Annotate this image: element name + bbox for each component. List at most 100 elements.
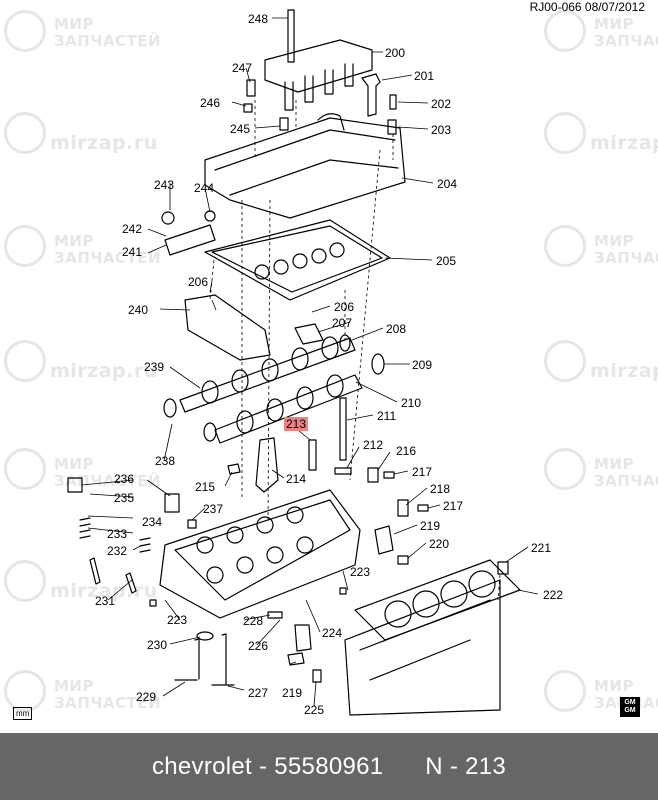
label-232: 232	[107, 544, 128, 558]
part-225-sensor	[312, 669, 322, 683]
part-220-bolt	[397, 555, 409, 565]
leader-lines	[81, 17, 539, 707]
part-229-valve	[174, 638, 200, 681]
label-222: 222	[543, 588, 564, 602]
part-232-spring	[139, 537, 151, 553]
part-245-spacer	[279, 117, 289, 131]
label-244: 244	[194, 181, 215, 195]
footer-text: chevrolet - 55580961 N - 213	[151, 752, 507, 780]
label-229: 229	[136, 690, 157, 704]
part-236-tappet	[67, 477, 83, 493]
label-226: 226	[248, 639, 269, 653]
label-245: 245	[230, 122, 251, 136]
label-203: 203	[431, 123, 452, 137]
part-208-seal	[339, 334, 351, 352]
label-228: 228	[243, 614, 264, 628]
part-240-bearing-cap	[184, 294, 271, 361]
part-202-bolt	[389, 94, 397, 110]
label-217: 217	[412, 465, 433, 479]
label-242: 242	[122, 222, 143, 236]
part-228-dowel	[267, 611, 283, 619]
label-216: 216	[396, 444, 417, 458]
part-213-sensor	[308, 439, 317, 471]
label-223: 223	[350, 565, 371, 579]
part-214-bracket	[255, 437, 279, 493]
part-233-spring	[79, 517, 91, 539]
part-210-camshaft	[214, 374, 363, 444]
label-206b: 206	[334, 300, 355, 314]
label-241: 241	[122, 245, 143, 259]
part-227-valve	[211, 633, 235, 686]
label-218: 218	[430, 482, 451, 496]
part-203-spacer	[387, 119, 397, 135]
label-234: 234	[142, 515, 163, 529]
part-221-dowel	[497, 561, 509, 575]
label-246: 246	[200, 96, 221, 110]
label-219: 219	[420, 519, 441, 533]
part-209-seal	[371, 353, 385, 375]
label-205: 205	[436, 254, 457, 268]
reference-code: RJ00-066 08/07/2012	[529, 0, 645, 14]
exploded-view-drawing	[67, 9, 539, 716]
part-248-bolt	[287, 9, 295, 63]
label-233: 233	[107, 527, 128, 541]
part-234-bucket	[164, 493, 180, 513]
part-224-cylinder-head	[159, 489, 361, 619]
part-212-washer	[334, 467, 352, 475]
engine-block	[344, 579, 501, 716]
label-237: 237	[203, 502, 224, 516]
label-235: 235	[114, 491, 135, 505]
part-247-bolt	[246, 79, 256, 97]
label-223b: 223	[167, 613, 188, 627]
label-239: 239	[144, 360, 165, 374]
part-230-seal	[196, 631, 214, 641]
part-231-valve-guide	[89, 557, 137, 594]
part-237-plug	[187, 519, 197, 529]
footer-bar: chevrolet - 55580961 N - 213	[0, 733, 658, 800]
label-215: 215	[195, 480, 216, 494]
part-201-coil-boot	[361, 73, 381, 117]
label-213-highlighted: 213	[284, 417, 309, 431]
label-200: 200	[385, 46, 406, 60]
part-207-bearing-cap	[294, 323, 324, 345]
label-221: 221	[531, 541, 552, 555]
label-212: 212	[363, 438, 384, 452]
label-201: 201	[414, 69, 435, 83]
label-240: 240	[128, 303, 149, 317]
label-209: 209	[412, 358, 433, 372]
label-227: 227	[248, 686, 269, 700]
part-241-bracket	[164, 224, 216, 256]
label-248: 248	[248, 12, 269, 26]
part-239-camshaft	[179, 337, 356, 413]
part-217-bolt	[383, 471, 395, 479]
label-219b: 219	[282, 686, 303, 700]
part-218-sensor	[397, 499, 409, 517]
part-238-seal	[203, 422, 217, 442]
part-226-bracket	[294, 624, 312, 652]
label-225: 225	[304, 703, 325, 717]
label-206: 206	[188, 275, 209, 289]
part-216-sensor	[367, 467, 379, 483]
label-210: 210	[401, 396, 422, 410]
label-224: 224	[322, 626, 343, 640]
label-207: 207	[332, 316, 353, 330]
label-238: 238	[155, 454, 176, 468]
part-215-bolt	[227, 463, 241, 475]
label-220: 220	[429, 537, 450, 551]
part-211-head-bolt	[339, 397, 347, 461]
part-219-bracket	[374, 525, 394, 555]
part-219-bracket	[287, 652, 305, 666]
label-204: 204	[437, 177, 458, 191]
label-202: 202	[431, 97, 452, 111]
label-231: 231	[95, 594, 116, 608]
part-217-bolt	[417, 504, 429, 512]
label-247: 247	[232, 61, 253, 75]
label-208: 208	[386, 322, 407, 336]
label-230: 230	[147, 638, 168, 652]
label-243: 243	[154, 178, 175, 192]
label-211: 211	[377, 409, 397, 423]
label-214: 214	[286, 472, 307, 486]
part-223-plug	[149, 587, 347, 607]
